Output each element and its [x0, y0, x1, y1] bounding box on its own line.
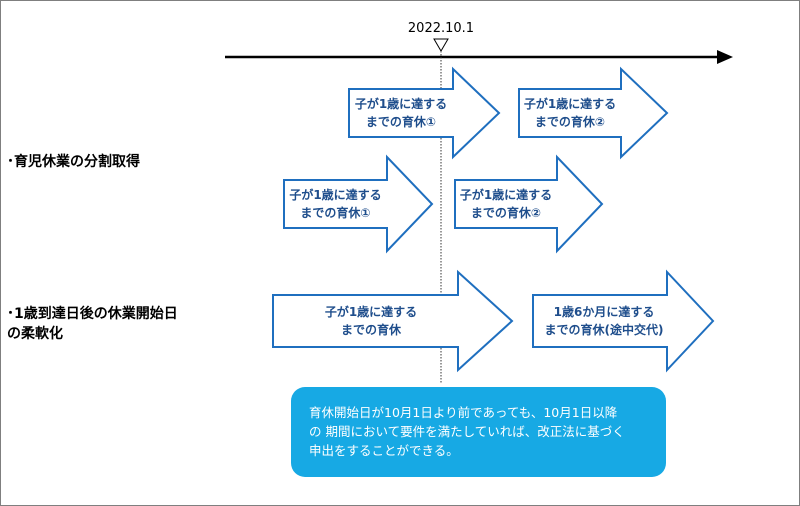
arrow-label-2-line2: までの育休② — [534, 115, 606, 129]
arrow-label-2-line1: 子が1歳に達する — [523, 97, 617, 111]
arrow-shape-2 — [518, 66, 669, 160]
arrow-label-1-line2: までの育休① — [365, 115, 437, 129]
section-label-flexible-start-line1: ･1歳到達日後の休業開始日 — [7, 306, 178, 322]
date-label: 2022.10.1 — [407, 21, 475, 36]
section-label-flexible-start-line2: の柔軟化 — [7, 326, 63, 342]
note-line-3: 申出をすることができる。 — [309, 443, 459, 458]
arrow-label-2: 子が1歳に達する までの育休② — [519, 95, 621, 131]
section-label-split-leave: ･育児休業の分割取得 — [7, 154, 140, 170]
arrow-label-5: 子が1歳に達する までの育休 — [291, 303, 451, 339]
arrow-label-3: 子が1歳に達する までの育休① — [284, 186, 387, 222]
date-marker-triangle — [433, 38, 449, 52]
note-line-1: 育休開始日が10月1日より前であっても、10月1日以降 — [309, 405, 618, 420]
arrow-label-4: 子が1歳に達する までの育休② — [455, 186, 557, 222]
arrow-label-6-line1: 1歳6か月に達する — [553, 305, 655, 319]
arrow-shape-5 — [272, 269, 514, 373]
arrow-shape-6 — [532, 269, 715, 373]
arrow-shape-4 — [454, 154, 604, 254]
arrow-label-1-line1: 子が1歳に達する — [354, 97, 448, 111]
arrow-label-5-line2: までの育休 — [340, 323, 401, 337]
note-box: 育休開始日が10月1日より前であっても、10月1日以降 の 期間において要件を満… — [291, 387, 666, 477]
arrow-label-5-line1: 子が1歳に達する — [324, 305, 418, 319]
arrow-label-1: 子が1歳に達する までの育休① — [349, 95, 453, 131]
arrow-shape-1 — [348, 66, 501, 160]
arrow-label-3-line2: までの育休① — [300, 206, 371, 220]
arrow-shape-3 — [283, 154, 434, 254]
arrow-label-4-line2: までの育休② — [470, 206, 542, 220]
timeline-arrowhead — [717, 50, 733, 64]
arrow-label-6-line2: までの育休(途中交代) — [544, 323, 664, 337]
arrow-label-3-line1: 子が1歳に達する — [289, 188, 382, 202]
arrow-label-6: 1歳6か月に達する までの育休(途中交代) — [533, 303, 675, 339]
arrow-label-4-line1: 子が1歳に達する — [459, 188, 553, 202]
note-line-2: の 期間において要件を満たしていれば、改正法に基づく — [309, 424, 625, 439]
